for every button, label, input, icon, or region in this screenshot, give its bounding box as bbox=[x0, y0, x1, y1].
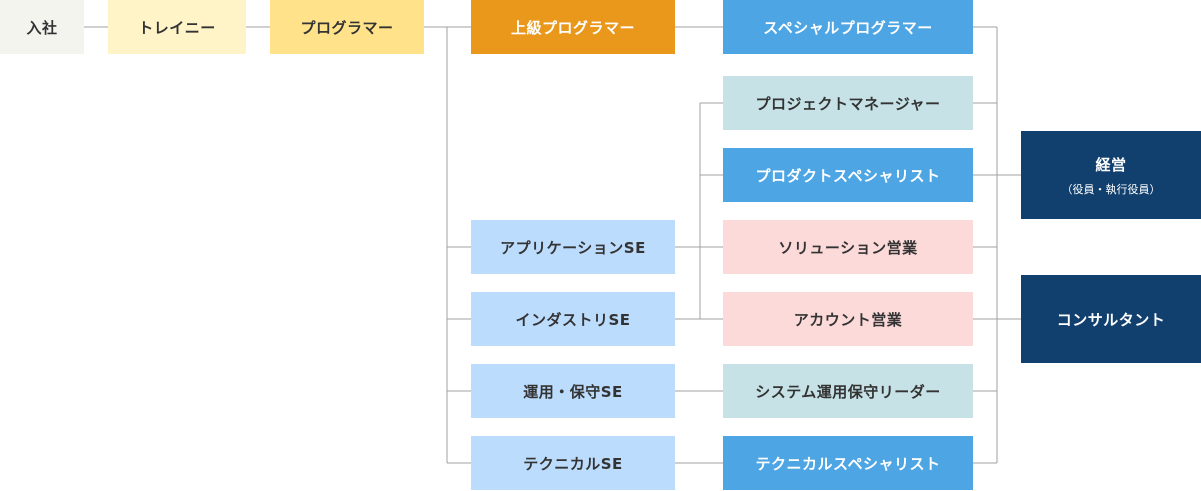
node-operation-se: 運用・保守SE bbox=[471, 364, 675, 418]
node-technical-specialist: テクニカルスペシャリスト bbox=[723, 436, 973, 490]
node-senior-programmer: 上級プログラマー bbox=[471, 0, 675, 54]
management-sublabel: （役員・執行役員） bbox=[1061, 182, 1161, 196]
node-application-se: アプリケーションSE bbox=[471, 220, 675, 274]
node-programmer: プログラマー bbox=[270, 0, 424, 54]
management-label: 経営 bbox=[1095, 155, 1127, 174]
node-account-sales: アカウント営業 bbox=[723, 292, 973, 346]
node-consultant: コンサルタント bbox=[1021, 275, 1201, 363]
node-special-programmer: スペシャルプログラマー bbox=[723, 0, 973, 54]
node-industry-se: インダストリSE bbox=[471, 292, 675, 346]
node-solution-sales: ソリューション営業 bbox=[723, 220, 973, 274]
node-system-leader: システム運用保守リーダー bbox=[723, 364, 973, 418]
node-entry: 入社 bbox=[0, 0, 84, 54]
node-project-manager: プロジェクトマネージャー bbox=[723, 76, 973, 130]
node-management: 経営 （役員・執行役員） bbox=[1021, 131, 1201, 219]
node-product-specialist: プロダクトスペシャリスト bbox=[723, 148, 973, 202]
node-trainee: トレイニー bbox=[108, 0, 246, 54]
node-technical-se: テクニカルSE bbox=[471, 436, 675, 490]
